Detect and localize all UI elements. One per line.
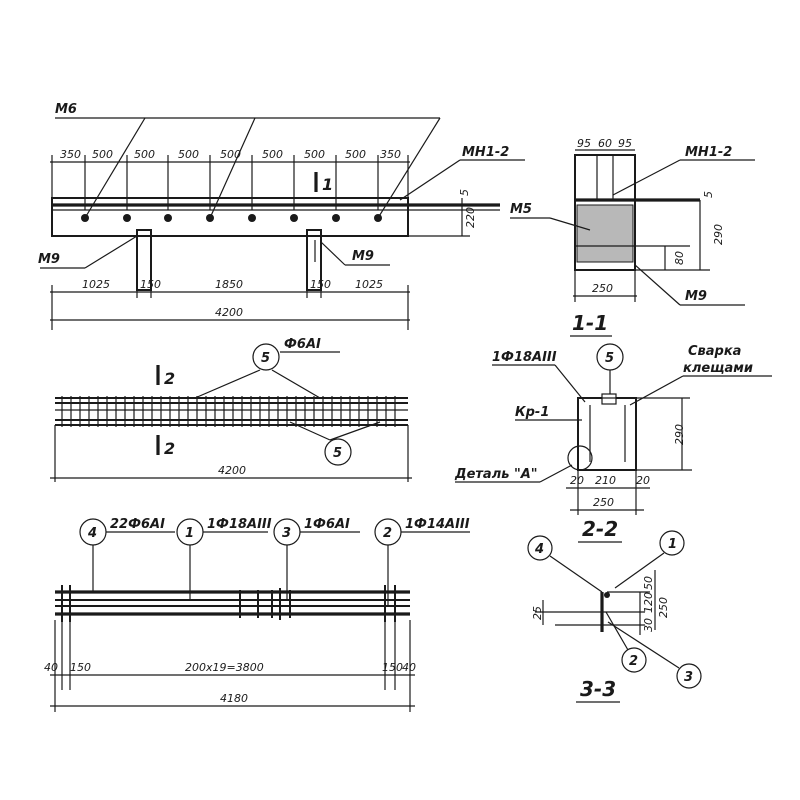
mesh-callout-4: 4 xyxy=(87,526,97,541)
sec11-mark-m5: M5 xyxy=(510,202,532,217)
bottom-dim-2: 150 xyxy=(140,278,161,291)
mark-m9-left: M9 xyxy=(38,252,60,267)
sec33-callout-3: 3 xyxy=(684,670,693,685)
mesh-callout-1: 1 xyxy=(185,526,194,541)
sec33-callout-1: 1 xyxy=(668,537,677,552)
cage-elevation: 2 2 5 Ф6AI 5 4200 xyxy=(50,337,412,482)
cage-callout-5-top: 5 xyxy=(261,351,270,366)
sec11-height: 290 xyxy=(712,224,725,245)
sec33-title: 3-3 xyxy=(580,677,616,701)
anchor-rods xyxy=(81,214,382,222)
cage-section-mark-bottom: 2 xyxy=(164,439,175,458)
mesh-label-1: 1Ф18AIII xyxy=(207,517,272,532)
cage-callout-5-bottom: 5 xyxy=(333,446,342,461)
top-dim-2: 500 xyxy=(92,148,113,161)
mesh-dim-5: 40 xyxy=(402,661,416,674)
bottom-dim-4: 150 xyxy=(310,278,331,291)
section-mark-1: 1 xyxy=(322,175,333,194)
cage-rebar-label: Ф6AI xyxy=(284,337,321,352)
mesh-dim-1: 40 xyxy=(44,661,58,674)
sec22-inner-width: 210 xyxy=(595,474,616,487)
section-3-3: 4 1 25 50 120 30 250 2 3 3-3 xyxy=(527,530,702,703)
mark-mn12: MH1-2 xyxy=(462,145,509,160)
section-2-2: 5 1Ф18AIII Сварка клещами Кр-1 Деталь "А… xyxy=(454,343,772,543)
bottom-dim-5: 1025 xyxy=(355,278,383,291)
sec33-dim-3: 30 xyxy=(642,618,655,632)
mesh-dim-2: 150 xyxy=(70,661,91,674)
concrete-fill xyxy=(576,204,634,263)
bottom-dim-3: 1850 xyxy=(215,278,243,291)
mesh-label-4: 22Ф6AI xyxy=(110,517,165,532)
sec11-title: 1-1 xyxy=(572,311,608,335)
sec33-callout-4: 4 xyxy=(534,542,544,557)
cage-overall-dim: 4200 xyxy=(218,464,246,477)
top-dim-5: 500 xyxy=(220,148,241,161)
sec22-right-cover: 20 xyxy=(636,474,650,487)
sec33-dim-1: 50 xyxy=(642,576,655,590)
height-dim: 220 xyxy=(464,207,477,228)
top-dim-4: 500 xyxy=(178,148,199,161)
sec22-rebar-label: 1Ф18AIII xyxy=(492,350,557,365)
mesh-label-2: 1Ф14AIII xyxy=(405,517,470,532)
sec22-height: 290 xyxy=(673,424,686,445)
sec11-side-small: 5 xyxy=(702,191,715,198)
sec22-left-cover: 20 xyxy=(570,474,584,487)
mesh-dim-3: 200x19=3800 xyxy=(185,661,264,674)
sec11-width: 250 xyxy=(592,282,613,295)
sec11-dim-3: 95 xyxy=(618,137,632,150)
mark-m6: M6 xyxy=(55,102,77,117)
sec11-dim-2: 60 xyxy=(598,137,612,150)
overall-dim: 4200 xyxy=(215,306,243,319)
sec11-dim-1: 95 xyxy=(577,137,591,150)
top-dim-3: 500 xyxy=(134,148,155,161)
top-dim-9: 350 xyxy=(380,148,401,161)
sec22-title: 2-2 xyxy=(582,517,618,541)
mesh-dim-4: 150 xyxy=(382,661,403,674)
top-dim-1: 350 xyxy=(60,148,81,161)
mesh-elevation: 4 22Ф6AI 1 1Ф18AIII 3 1Ф6AI 2 1Ф14AIII xyxy=(44,517,470,712)
sec11-mark-m9: M9 xyxy=(685,289,707,304)
sec11-mark-mn: MH1-2 xyxy=(685,145,732,160)
sec22-detail-label: Деталь "А" xyxy=(454,467,538,482)
sec22-width: 250 xyxy=(593,496,614,509)
cage-section-mark-top: 2 xyxy=(164,369,175,388)
sec33-dim-2: 120 xyxy=(642,592,655,613)
mesh-callout-2: 2 xyxy=(383,526,392,541)
sec22-weld-2: клещами xyxy=(683,361,753,376)
top-dim-7: 500 xyxy=(304,148,325,161)
sec33-dim-left: 25 xyxy=(531,606,544,620)
sec33-dim-4: 250 xyxy=(657,597,670,618)
top-dim-8: 500 xyxy=(345,148,366,161)
bottom-dim-1: 1025 xyxy=(82,278,110,291)
sec11-inner-h: 80 xyxy=(673,251,686,265)
sec22-frame-label: Кр-1 xyxy=(515,405,549,420)
side-small-dim: 5 xyxy=(458,189,471,196)
mesh-label-3: 1Ф6AI xyxy=(304,517,350,532)
mark-m9-right: M9 xyxy=(352,249,374,264)
sec22-weld-1: Сварка xyxy=(688,344,741,359)
sec22-callout-5: 5 xyxy=(605,351,614,366)
mesh-callout-3: 3 xyxy=(282,526,291,541)
section-1-1: 95 60 95 MH1-2 M5 M9 290 80 5 250 1-1 xyxy=(510,137,755,337)
beam-elevation: M6 350 500 500 500 500 500 500 500 350 1 xyxy=(38,102,525,330)
sec33-callout-2: 2 xyxy=(629,654,638,669)
mesh-overall-dim: 4180 xyxy=(220,692,248,705)
top-dim-6: 500 xyxy=(262,148,283,161)
